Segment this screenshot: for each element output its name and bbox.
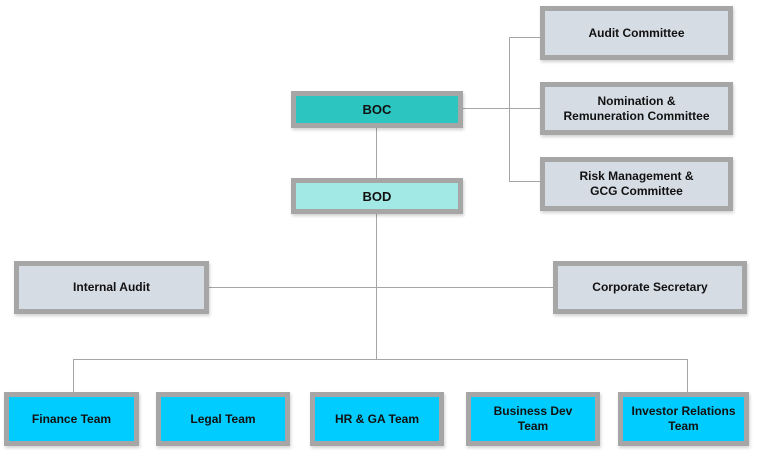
connector-bod-down <box>376 214 377 359</box>
business-dev-team-line-1: Business Dev <box>493 404 573 418</box>
nomination-committee-line-2: Remuneration Committee <box>563 108 710 123</box>
bod-box[interactable]: BOD <box>291 178 463 214</box>
finance-team-box[interactable]: Finance Team <box>4 392 139 446</box>
audit-committee-label: Audit Committee <box>588 25 685 40</box>
connector-audit-committee <box>509 37 540 38</box>
bod-label: BOD <box>362 188 392 204</box>
investor-relations-team-line-2: Team <box>668 419 699 433</box>
audit-committee-box[interactable]: Audit Committee <box>540 6 733 60</box>
business-dev-team-line-2: Team <box>517 419 549 433</box>
risk-committee-line-1: Risk Management & <box>579 169 694 183</box>
risk-committee-box[interactable]: Risk Management & GCG Committee <box>540 157 733 211</box>
connector-boc-bod <box>376 128 377 178</box>
nomination-committee-line-1: Nomination & <box>597 93 676 108</box>
corporate-secretary-label: Corporate Secretary <box>592 280 708 294</box>
hr-ga-team-label: HR & GA Team <box>334 411 419 426</box>
business-dev-team-box[interactable]: Business Dev Team <box>466 392 600 446</box>
finance-team-label: Finance Team <box>31 411 112 426</box>
investor-relations-team-line-1: Investor Relations <box>631 404 736 418</box>
connector-finance <box>73 359 74 392</box>
corporate-secretary-box[interactable]: Corporate Secretary <box>553 261 747 314</box>
connector-boc-committees <box>463 108 509 109</box>
investor-relations-team-box[interactable]: Investor Relations Team <box>618 392 749 446</box>
connector-staff <box>209 287 553 288</box>
connector-risk-committee <box>509 181 540 182</box>
connector-nomination-committee <box>509 108 540 109</box>
legal-team-box[interactable]: Legal Team <box>156 392 290 446</box>
internal-audit-label: Internal Audit <box>73 280 150 294</box>
connector-committees-spine <box>509 37 510 181</box>
boc-label: BOC <box>362 102 392 117</box>
nomination-committee-box[interactable]: Nomination & Remuneration Committee <box>540 82 733 135</box>
legal-team-label: Legal Team <box>190 411 256 426</box>
internal-audit-box[interactable]: Internal Audit <box>14 261 209 314</box>
boc-box[interactable]: BOC <box>291 91 463 128</box>
connector-investor <box>687 359 688 392</box>
hr-ga-team-box[interactable]: HR & GA Team <box>310 392 444 446</box>
connector-teams-bar <box>73 359 687 360</box>
risk-committee-line-2: GCG Committee <box>590 184 683 198</box>
